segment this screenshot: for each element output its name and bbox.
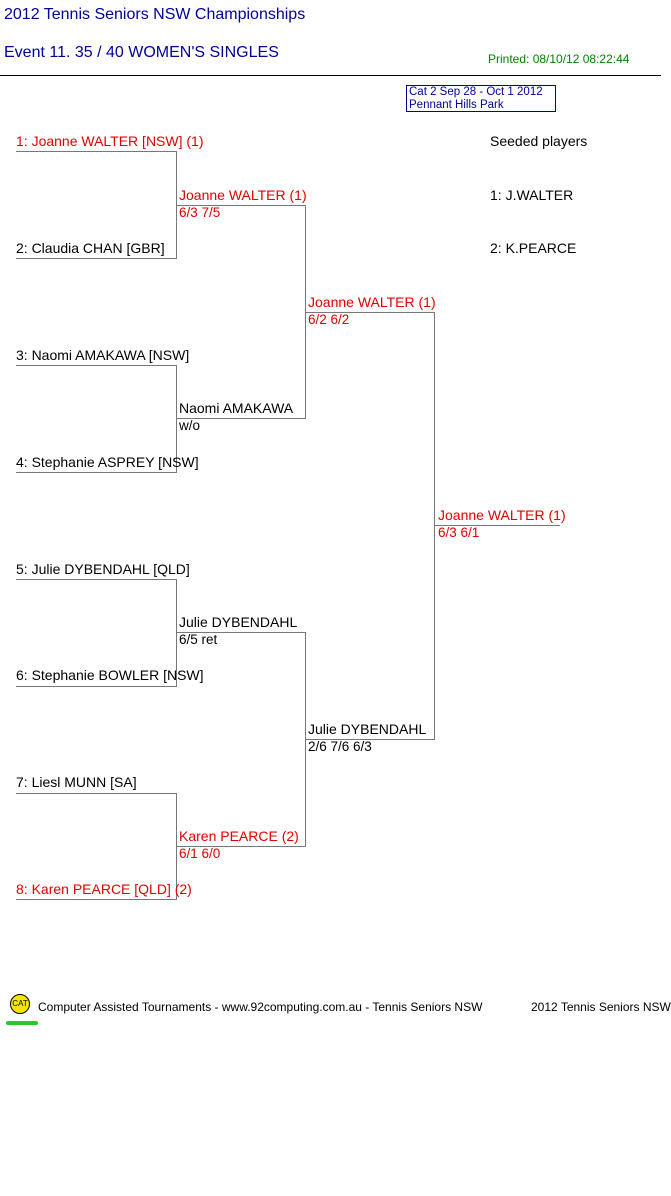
- bracket-line: [16, 899, 177, 900]
- sf-score-1: 6/2 6/2: [308, 312, 350, 327]
- bracket-line: [16, 151, 177, 152]
- sf-score-2: 2/6 7/6 6/3: [308, 739, 372, 754]
- cat-logo-icon: CAT: [10, 994, 30, 1014]
- r1-player-7: 7: Liesl MUNN [SA]: [16, 774, 137, 790]
- bracket-line: [176, 418, 306, 419]
- bracket-line: [176, 205, 306, 206]
- bracket-line: [16, 793, 177, 794]
- bracket-line: [16, 472, 177, 473]
- r2-winner-1: Joanne WALTER (1): [179, 187, 307, 203]
- seeded-heading: Seeded players: [490, 133, 588, 149]
- r2-winner-4: Karen PEARCE (2): [179, 828, 299, 844]
- category-box: Cat 2 Sep 28 - Oct 1 2012 Pennant Hills …: [406, 85, 556, 112]
- r2-score-4: 6/1 6/0: [179, 846, 221, 861]
- bracket-line: [305, 312, 435, 313]
- sf-winner-2: Julie DYBENDAHL: [308, 721, 427, 737]
- champion: Joanne WALTER (1): [438, 507, 566, 523]
- bracket-line: [176, 846, 306, 847]
- bracket-line: [176, 365, 177, 473]
- bracket-line: [16, 365, 177, 366]
- bracket-line: [176, 632, 306, 633]
- bracket-line: [16, 258, 177, 259]
- event-title: Event 11. 35 / 40 WOMEN'S SINGLES: [4, 44, 279, 61]
- bracket-line: [434, 312, 435, 740]
- r1-player-4: 4: Stephanie ASPREY [NSW]: [16, 454, 199, 470]
- seed-item: 1: J.WALTER: [490, 187, 574, 203]
- seed-item: 2: K.PEARCE: [490, 240, 577, 256]
- category-venue: Pennant Hills Park: [409, 99, 504, 111]
- r1-player-1: 1: Joanne WALTER [NSW] (1): [16, 133, 204, 149]
- sf-winner-1: Joanne WALTER (1): [308, 294, 436, 310]
- r1-player-8: 8: Karen PEARCE [QLD] (2): [16, 881, 192, 897]
- r2-winner-3: Julie DYBENDAHL: [179, 614, 298, 630]
- footer-credit: Computer Assisted Tournaments - www.92co…: [38, 1000, 483, 1014]
- bracket-line: [434, 525, 560, 526]
- tournament-title: 2012 Tennis Seniors NSW Championships: [4, 6, 306, 23]
- r2-score-3: 6/5 ret: [179, 632, 218, 647]
- bracket-line: [16, 579, 177, 580]
- header-divider: [0, 75, 661, 76]
- bracket-line: [176, 579, 177, 687]
- logo-underline: [6, 1021, 38, 1025]
- r2-score-2: w/o: [179, 418, 201, 433]
- footer-tournament: 2012 Tennis Seniors NSW: [531, 1000, 671, 1014]
- category-dates: Cat 2 Sep 28 - Oct 1 2012: [409, 86, 543, 98]
- r1-player-5: 5: Julie DYBENDAHL [QLD]: [16, 561, 190, 577]
- printed-timestamp: Printed: 08/10/12 08:22:44: [488, 52, 630, 66]
- final-score: 6/3 6/1: [438, 525, 480, 540]
- r1-player-2: 2: Claudia CHAN [GBR]: [16, 240, 165, 256]
- r1-player-6: 6: Stephanie BOWLER [NSW]: [16, 667, 204, 683]
- r2-winner-2: Naomi AMAKAWA: [179, 400, 294, 416]
- bracket-line: [16, 686, 177, 687]
- r2-score-1: 6/3 7/5: [179, 205, 221, 220]
- bracket-line: [305, 739, 435, 740]
- r1-player-3: 3: Naomi AMAKAWA [NSW]: [16, 347, 190, 363]
